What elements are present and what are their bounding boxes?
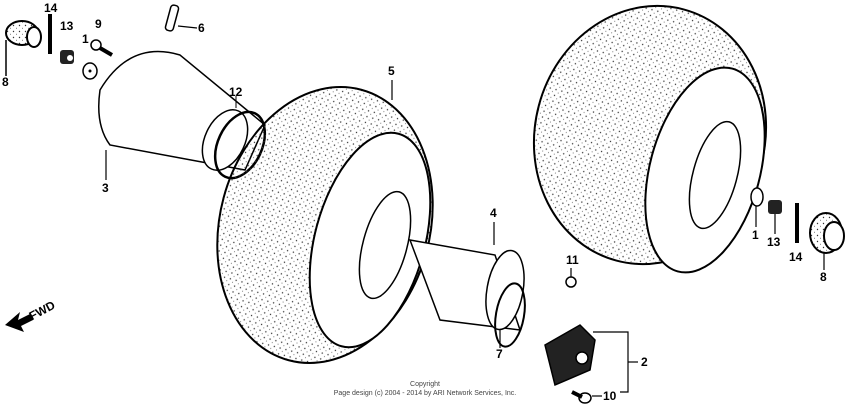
castle-nut-left [60, 50, 74, 64]
part-label-8-right[interactable]: 8 [820, 270, 827, 284]
part-label-4[interactable]: 4 [490, 206, 497, 220]
copyright-line2: Page design (c) 2004 - 2014 by ARI Netwo… [333, 390, 517, 397]
part-label-1-left[interactable]: 1 [82, 32, 89, 46]
washer-left [82, 62, 98, 80]
hub-drum [98, 50, 266, 180]
cotter-pin-left [48, 14, 52, 54]
part-label-12[interactable]: 12 [229, 85, 243, 99]
part-label-13-left[interactable]: 13 [60, 19, 74, 33]
castle-nut-right [768, 200, 782, 234]
part-label-9[interactable]: 9 [95, 17, 102, 31]
part-label-1-right[interactable]: 1 [752, 228, 759, 242]
hub-spider [544, 324, 638, 393]
tire-right [532, 4, 768, 274]
rim-inner [494, 282, 526, 348]
part-label-10[interactable]: 10 [603, 389, 617, 403]
part-label-2[interactable]: 2 [641, 355, 648, 369]
part-label-3[interactable]: 3 [102, 181, 109, 195]
valve-stem [164, 4, 198, 32]
washer-right [750, 187, 764, 227]
part-label-6[interactable]: 6 [198, 21, 205, 35]
copyright-line1: Copyright [410, 381, 440, 388]
nut-11 [565, 268, 577, 288]
part-label-11[interactable]: 11 [566, 253, 579, 267]
cotter-pin-right [795, 203, 799, 243]
bolt-10 [571, 390, 602, 404]
wheel-cap-right [809, 212, 845, 270]
part-label-8-left[interactable]: 8 [2, 75, 9, 89]
tire-left [216, 80, 434, 364]
wheel-cap-left [5, 20, 42, 76]
bolt-9 [90, 39, 114, 57]
forward-arrow-icon [5, 312, 33, 332]
part-label-7[interactable]: 7 [496, 347, 503, 361]
part-label-14-left[interactable]: 14 [44, 1, 58, 15]
part-label-14-right[interactable]: 14 [789, 250, 803, 264]
part-label-5[interactable]: 5 [388, 64, 395, 78]
part-label-13-right[interactable]: 13 [767, 235, 781, 249]
